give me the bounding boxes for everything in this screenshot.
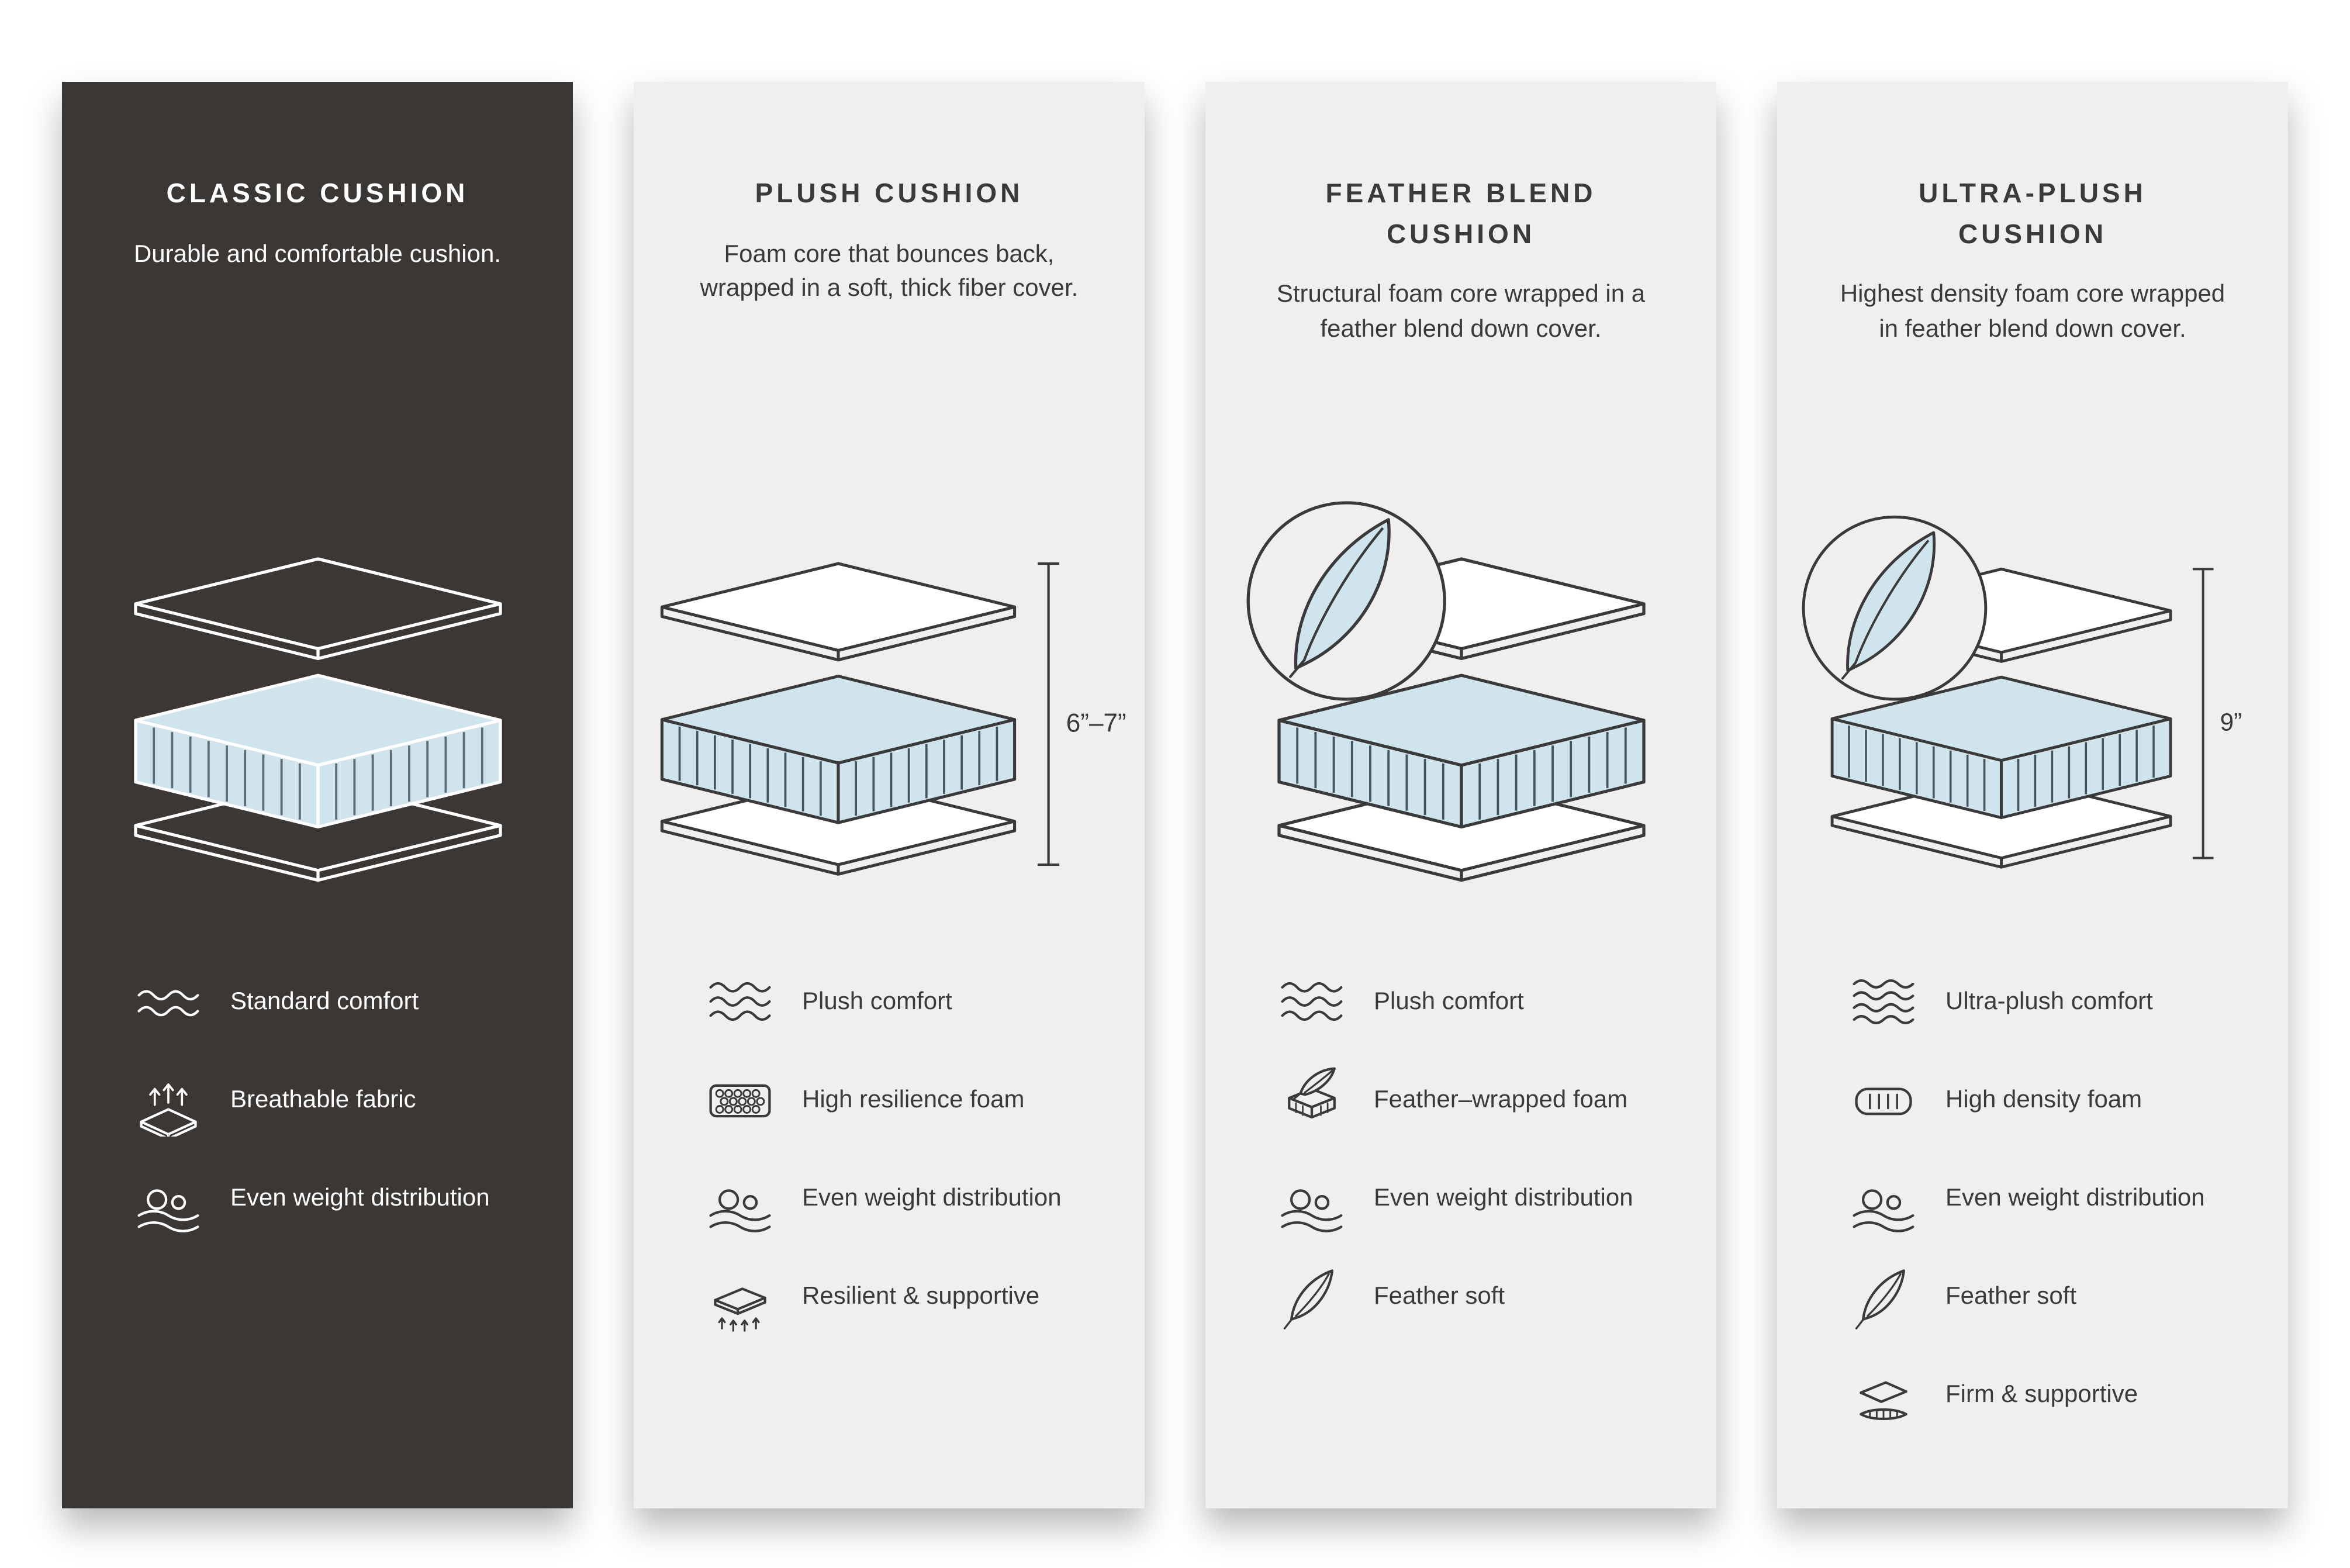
foam-core-layer	[660, 675, 1017, 824]
dimension-label: 9”	[2220, 708, 2242, 735]
feather-badge	[1802, 515, 1988, 701]
waves-icon	[704, 966, 776, 1038]
top-cover-layer	[660, 562, 1017, 662]
panel-title: ULTRA-PLUSH CUSHION	[1919, 178, 2147, 248]
panel-ultra-plush-cushion: ULTRA-PLUSH CUSHION Highest density foam…	[1777, 82, 2288, 1508]
feather-badge	[1246, 501, 1446, 701]
waves-icon	[1847, 966, 1920, 1038]
feather-wrapped-foam-icon	[1276, 1064, 1348, 1137]
top-cover-layer	[133, 557, 502, 661]
feature-row: Feather–wrapped foam	[1276, 1064, 1686, 1137]
breathable-fabric-icon	[132, 1064, 205, 1137]
panel-description: Durable and comfortable cushion.	[133, 240, 501, 267]
dimension-indicator: 6”–7”	[1038, 562, 1126, 866]
feature-label: High density foam	[1945, 1086, 2142, 1114]
panel-description: Structural foam core wrapped in a feathe…	[1276, 281, 1646, 343]
panel-header: FEATHER BLEND CUSHION Structural foam co…	[1236, 82, 1686, 454]
foam-core-layer	[133, 674, 502, 829]
cushion-comparison-panels: CLASSIC CUSHION Durable and comfortable …	[62, 82, 2288, 1508]
panel-description: Highest density foam core wrapped in fea…	[1840, 281, 2225, 343]
feature-label: Plush comfort	[802, 988, 952, 1016]
feature-row: Even weight distribution	[704, 1162, 1114, 1235]
feature-row: Even weight distribution	[1276, 1162, 1686, 1235]
feature-label: Breathable fabric	[230, 1086, 416, 1114]
panel-plush-cushion: PLUSH CUSHION Foam core that bounces bac…	[634, 82, 1145, 1508]
layered-cushion-diagram	[133, 557, 502, 882]
feature-label: Even weight distribution	[1374, 1184, 1633, 1212]
layered-cushion-diagram: 6”–7”	[660, 562, 1126, 876]
feather-icon	[1847, 1260, 1920, 1333]
feature-label: Even weight distribution	[802, 1184, 1062, 1212]
panel-title: PLUSH CUSHION	[755, 178, 1024, 208]
resilient-supportive-icon	[704, 1260, 776, 1333]
feature-list: Plush comfort Feather–wrapped foam Even …	[1236, 966, 1686, 1333]
feature-label: Ultra-plush comfort	[1945, 988, 2153, 1016]
panel-classic-cushion: CLASSIC CUSHION Durable and comfortable …	[62, 82, 573, 1508]
weight-distribution-icon	[132, 1162, 205, 1235]
feature-label: Firm & supportive	[1945, 1381, 2138, 1408]
weight-distribution-icon	[1847, 1162, 1920, 1235]
waves-icon	[132, 966, 205, 1038]
feature-label: Standard comfort	[230, 988, 419, 1016]
cushion-diagram: 9”	[1777, 454, 2288, 945]
feature-label: Feather soft	[1374, 1283, 1505, 1310]
feature-list: Plush comfort High resilience foam Even …	[664, 966, 1114, 1333]
dimension-indicator: 9”	[2192, 568, 2242, 859]
feather-icon	[1276, 1260, 1348, 1333]
foam-cells-icon	[704, 1064, 776, 1137]
feature-row: Breathable fabric	[132, 1064, 542, 1137]
feature-label: Even weight distribution	[230, 1184, 490, 1212]
high-density-foam-icon	[1847, 1064, 1920, 1137]
feature-label: Plush comfort	[1374, 988, 1524, 1016]
feature-label: Feather soft	[1945, 1283, 2077, 1310]
feature-label: Feather–wrapped foam	[1374, 1086, 1628, 1114]
feature-label: Resilient & supportive	[802, 1283, 1040, 1310]
feature-list: Standard comfort Breathable fabric Even …	[92, 966, 542, 1235]
panel-header: ULTRA-PLUSH CUSHION Highest density foam…	[1808, 82, 2258, 454]
feature-row: Feather soft	[1847, 1260, 2258, 1333]
panel-title: FEATHER BLEND CUSHION	[1325, 178, 1596, 248]
cushion-diagram: 6”–7”	[634, 454, 1145, 945]
feature-row: Plush comfort	[1276, 966, 1686, 1038]
feature-row: Feather soft	[1276, 1260, 1686, 1333]
cushion-diagram	[1205, 454, 1716, 945]
panel-feather-blend-cushion: FEATHER BLEND CUSHION Structural foam co…	[1205, 82, 1716, 1508]
panel-title: CLASSIC CUSHION	[166, 178, 469, 208]
feature-list: Ultra-plush comfort High density foam Ev…	[1808, 966, 2258, 1431]
layered-cushion-diagram: 9”	[1802, 515, 2242, 869]
feature-row: High density foam	[1847, 1064, 2258, 1137]
cushion-diagram	[62, 454, 573, 945]
panel-description: Foam core that bounces back, wrapped in …	[700, 240, 1079, 302]
dimension-label: 6”–7”	[1066, 709, 1126, 738]
panel-header: CLASSIC CUSHION Durable and comfortable …	[92, 82, 542, 454]
panel-header: PLUSH CUSHION Foam core that bounces bac…	[664, 82, 1114, 454]
feature-row: Firm & supportive	[1847, 1359, 2258, 1431]
weight-distribution-icon	[704, 1162, 776, 1235]
feature-row: Standard comfort	[132, 966, 542, 1038]
feature-label: High resilience foam	[802, 1086, 1025, 1114]
layered-cushion-diagram	[1246, 501, 1645, 882]
feature-row: Ultra-plush comfort	[1847, 966, 2258, 1038]
feature-row: Even weight distribution	[132, 1162, 542, 1235]
feather-icon	[1841, 531, 1936, 680]
weight-distribution-icon	[1276, 1162, 1348, 1235]
feature-label: Even weight distribution	[1945, 1184, 2205, 1212]
feature-row: Resilient & supportive	[704, 1260, 1114, 1333]
feature-row: High resilience foam	[704, 1064, 1114, 1137]
feature-row: Even weight distribution	[1847, 1162, 2258, 1235]
waves-icon	[1276, 966, 1348, 1038]
firm-supportive-icon	[1847, 1359, 1920, 1431]
feature-row: Plush comfort	[704, 966, 1114, 1038]
feather-icon	[1288, 518, 1390, 678]
